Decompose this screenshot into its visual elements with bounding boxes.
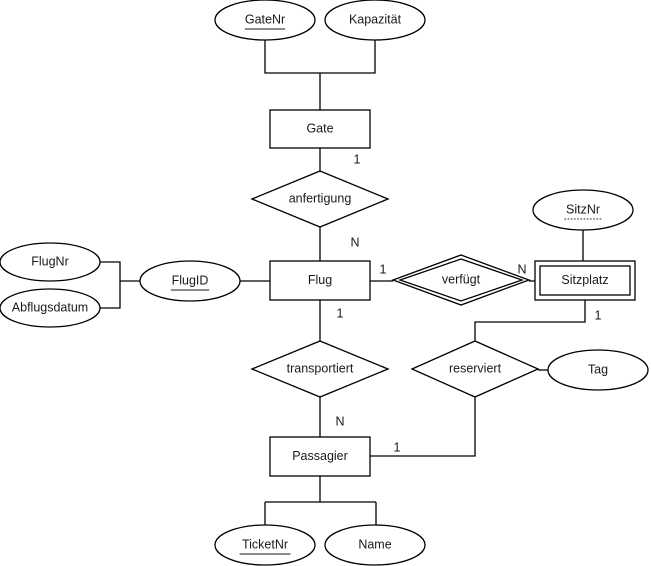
relationship-anfertigung-label: anfertigung [289,191,352,205]
entity-passagier[interactable] [269,436,371,477]
attribute-ticketnr-label: TicketNr [242,537,288,551]
card-anfertigung-flug: N [350,235,359,249]
attribute-gatenr[interactable] [214,0,316,41]
attribute-tag-label: Tag [588,362,608,376]
attribute-ticketnr[interactable] [214,524,316,566]
entity-sitzplatz-inner-border [539,265,631,296]
card-sitzplatz-reserviert: 1 [595,308,602,322]
attribute-sitznr[interactable] [532,189,634,231]
relationship-reserviert-label: reserviert [449,361,502,375]
conn-flugnr-bracket [100,261,121,309]
card-flug-transportiert: 1 [337,306,344,320]
relationship-verfuegt-inner-border [398,258,524,302]
attribute-abflugsdatum[interactable] [0,288,101,328]
attribute-flugnr-label: FlugNr [31,254,69,268]
card-passagier-reserviert: 1 [394,440,401,454]
attribute-flugnr[interactable] [0,242,101,282]
entity-flug[interactable] [269,260,371,301]
conn-sitzplatz-reserviert [474,300,586,341]
attribute-tag[interactable] [547,349,649,391]
entity-sitzplatz-label: Sitzplatz [561,273,608,287]
relationship-anfertigung[interactable] [250,170,390,228]
relationship-transportiert[interactable] [250,340,390,398]
attribute-name[interactable] [324,524,426,566]
attribute-flugid[interactable] [139,260,241,302]
attribute-gatenr-label: GateNr [245,12,285,26]
attribute-name-label: Name [358,537,391,551]
entity-flug-label: Flug [308,273,332,287]
card-flug-verfuegt: 1 [380,262,387,276]
card-verfuegt-sitzplatz: N [517,262,526,276]
conn-gatenr-junction [264,40,376,74]
attribute-sitznr-label: SitzNr [566,202,600,216]
attribute-flugid-label: FlugID [172,273,209,287]
card-transportiert-passagier: N [335,414,344,428]
attribute-abflugsdatum-label: Abflugsdatum [12,300,88,314]
relationship-transportiert-label: transportiert [287,361,354,375]
entity-gate[interactable] [269,109,371,149]
entity-passagier-label: Passagier [292,449,348,463]
card-gate-anfertigung: 1 [354,152,361,166]
conn-reserviert-passagier [370,397,476,457]
entity-gate-label: Gate [306,121,333,135]
relationship-reserviert[interactable] [410,340,540,398]
relationship-verfuegt-label: verfügt [442,272,481,286]
attribute-kapazitaet-label: Kapazität [349,12,402,26]
attribute-kapazitaet[interactable] [324,0,426,41]
